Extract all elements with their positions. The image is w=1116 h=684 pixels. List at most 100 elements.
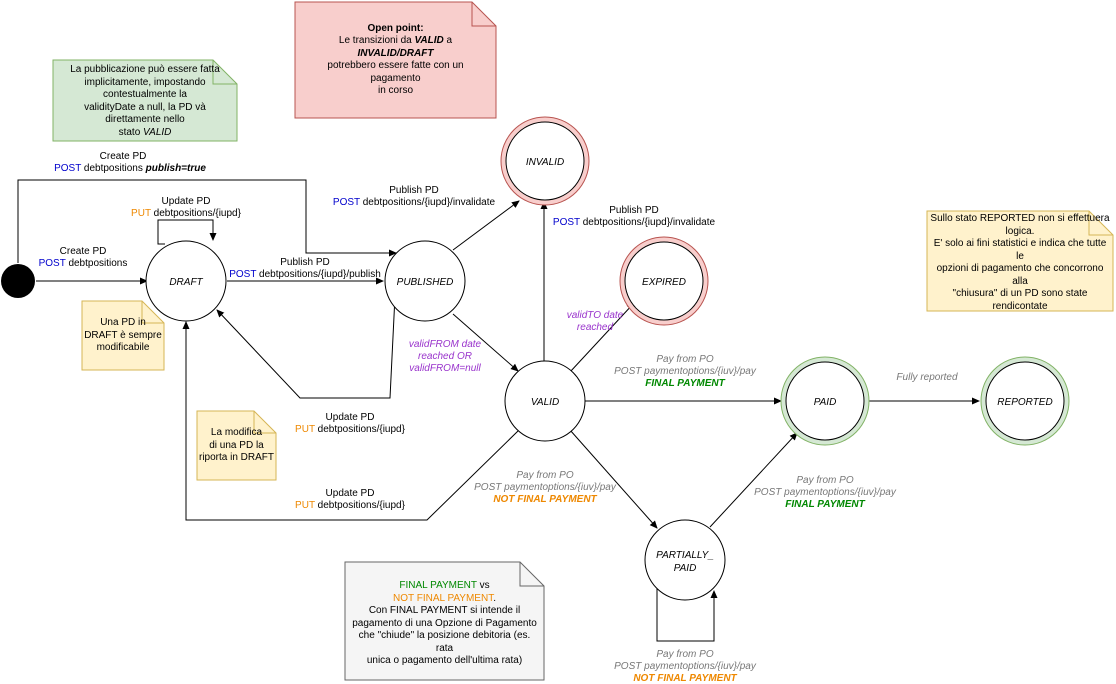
label-not-final-payment-4: NOT FINAL PAYMENT: [633, 673, 737, 684]
note-reported: Sullo stato REPORTED non si effettuera l…: [927, 213, 1113, 312]
note-final-vs-shape: [344, 561, 545, 681]
state-published[interactable]: PUBLISHED: [384, 240, 466, 322]
label-post-pay-3: POST paymentoptions/{iuv}/pay: [754, 487, 897, 498]
note-reported-line3: E' solo ai fini statistici e indica che …: [933, 238, 1107, 262]
label-pay-from-po-4: Pay from PO: [656, 649, 713, 660]
note-reported-shape: [926, 210, 1114, 312]
state-partially-paid[interactable]: PARTIALLY_ PAID: [644, 519, 726, 601]
label-post-pay-2: POST paymentoptions/{iuv}/pay: [474, 482, 617, 493]
state-paid[interactable]: PAID: [780, 356, 870, 446]
label-guard-from-2: reached OR: [418, 351, 472, 362]
label-guard-from-3: validFROM=null: [409, 363, 481, 374]
state-draft-label: DRAFT: [169, 277, 203, 288]
label-guard-to-1: validTO date: [567, 310, 624, 321]
label-not-final-payment-2: NOT FINAL PAYMENT: [493, 494, 597, 505]
note-final-vs-line5: che "chiude" la posizione debitoria (es.…: [358, 630, 531, 654]
state-paid-label: PAID: [814, 397, 837, 408]
label-post-debtpositions: POST debtpositions: [39, 258, 128, 269]
note-final-vs: FINAL PAYMENT vs NOT FINAL PAYMENT. Con …: [345, 574, 544, 674]
label-post-publish: POST debtpositions/{iupd}/publish: [229, 269, 381, 280]
edge-published-update: [216, 295, 396, 399]
state-valid[interactable]: VALID: [504, 360, 586, 442]
note-final-vs-line1: FINAL PAYMENT vs: [399, 580, 490, 592]
edge-valid-update: [182, 321, 520, 521]
label-post-invalidate: POST debtpositions/{iupd}/invalidate: [333, 197, 496, 208]
edge-partial-loop: [656, 589, 718, 642]
note-draft-line1: Una PD in: [100, 317, 146, 329]
note-draft-line3: modificabile: [96, 342, 150, 354]
state-partially-paid-label-2: PAID: [674, 563, 697, 574]
label-final-payment-3: FINAL PAYMENT: [785, 499, 865, 510]
label-publish-pd: Publish PD: [280, 257, 329, 268]
label-post-pay-4: POST paymentoptions/{iuv}/pay: [614, 661, 757, 672]
state-reported-label: REPORTED: [997, 397, 1052, 408]
state-expired[interactable]: EXPIRED: [619, 236, 709, 326]
label-fully-reported: Fully reported: [896, 372, 958, 383]
note-modify-returns: La modifica di una PD la riporta in DRAF…: [197, 416, 276, 476]
state-published-label: PUBLISHED: [397, 277, 454, 288]
note-reported-line1: Sullo stato REPORTED non si effettuera: [930, 213, 1110, 224]
label-pay-from-po-1: Pay from PO: [656, 354, 713, 365]
edge-published-valid: [452, 313, 519, 372]
state-draft[interactable]: DRAFT: [145, 240, 227, 322]
label-post-pay-1: POST paymentoptions/{iuv}/pay: [614, 366, 757, 377]
note-modify-returns-shape: [196, 410, 277, 481]
note-publish-line4: stato VALID: [118, 126, 172, 138]
note-open-point-shape: [294, 1, 497, 119]
label-put-published: PUT debtpositions/{iupd}: [295, 424, 406, 435]
label-publish-pd-invalidate-2: Publish PD: [609, 205, 658, 216]
note-open-point: Open point: Le transizioni da VALID a IN…: [295, 22, 496, 97]
state-expired-label: EXPIRED: [642, 277, 686, 288]
note-publish-implicit: La pubblicazione può essere fatta implic…: [53, 62, 237, 141]
note-final-vs-line2: NOT FINAL PAYMENT.: [393, 592, 496, 604]
edge-create-publish-true: [17, 179, 397, 263]
state-invalid[interactable]: INVALID: [500, 116, 590, 206]
edge-valid-partial: [569, 429, 658, 529]
label-put-valid: PUT debtpositions/{iupd}: [295, 500, 406, 511]
label-post-debtpositions-publish: POST debtpositions publish=true: [54, 163, 206, 174]
label-post-invalidate-2: POST debtpositions/{iupd}/invalidate: [553, 217, 716, 228]
note-reported-line5: "chiusura" di un PD sono state: [952, 288, 1088, 299]
note-publish-line1: La pubblicazione può essere fatta: [70, 64, 220, 75]
note-publish-implicit-shape: [52, 59, 238, 142]
note-draft-modifiable-shape: [81, 300, 165, 371]
label-update-pd-valid: Update PD: [326, 488, 375, 499]
state-valid-label: VALID: [531, 397, 559, 408]
state-invalid-label: INVALID: [526, 157, 564, 168]
note-open-point-title: Open point:: [367, 22, 424, 34]
note-open-point-line1: Le transizioni da VALID a INVALID/DRAFT: [338, 35, 453, 59]
label-update-pd-loop: Update PD: [162, 196, 211, 207]
label-put-loop: PUT debtpositions/{iupd}: [131, 208, 242, 219]
edge-partial-paid: [709, 432, 798, 528]
state-partially-paid-label-1: PARTIALLY_: [656, 550, 714, 561]
label-update-pd-published: Update PD: [326, 412, 375, 423]
note-modify-line3: riporta in DRAFT: [198, 452, 274, 464]
label-pay-from-po-3: Pay from PO: [796, 475, 853, 486]
label-final-payment-1: FINAL PAYMENT: [645, 378, 725, 389]
note-draft-line2: DRAFT è sempre: [84, 329, 162, 341]
note-draft-modifiable: Una PD in DRAFT è sempre modificabile: [82, 306, 164, 366]
label-create-pd: Create PD: [60, 246, 107, 257]
note-publish-line3: validityDate a null, la PD và direttamen…: [84, 101, 206, 126]
note-open-point-line3: in corso: [377, 85, 413, 96]
label-guard-from-1: validFROM date: [409, 339, 482, 350]
note-final-vs-line3: Con FINAL PAYMENT si intende il: [368, 605, 521, 617]
label-pay-from-po-2: Pay from PO: [516, 470, 573, 481]
note-reported-line4: opzioni di pagamento che concorrono alla: [936, 263, 1104, 287]
initial-state[interactable]: [1, 264, 35, 298]
note-modify-line2: di una PD la: [209, 439, 264, 451]
edge-valid-expired: [569, 302, 635, 373]
label-create-pd-top: Create PD: [100, 151, 147, 162]
note-open-point-line2: potrebbero essere fatte con un pagamento: [327, 60, 464, 84]
state-reported[interactable]: REPORTED: [980, 356, 1070, 446]
edge-published-invalid: [452, 200, 520, 251]
note-final-vs-line4: pagamento di una Opzione di Pagamento: [352, 617, 537, 629]
label-guard-to-2: reached: [577, 322, 614, 333]
note-final-vs-line6: unica o pagamento dell'ultima rata): [366, 655, 523, 667]
note-modify-line1: La modifica: [210, 427, 263, 439]
label-publish-pd-invalidate: Publish PD: [389, 185, 438, 196]
note-publish-line2: implicitamente, impostando contestualmen…: [84, 76, 206, 101]
note-reported-line2: logica.: [1005, 225, 1035, 237]
note-reported-line6: rendicontate: [992, 300, 1048, 312]
